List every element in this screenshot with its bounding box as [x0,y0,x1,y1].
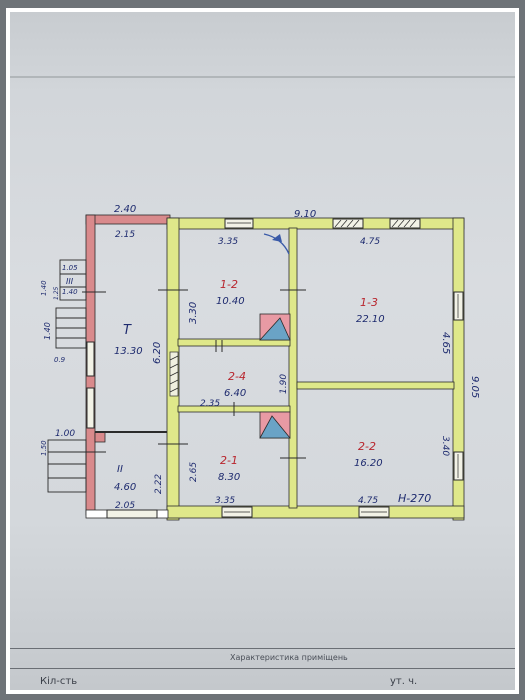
footer-col-right: ут. ч. [390,676,418,687]
door-marks [82,289,306,459]
room-area-2-2: 16.20 [354,458,383,469]
dim-top-total: 9.10 [294,209,316,220]
paper-fold [10,76,515,78]
dim-r13-height: 4.65 [440,332,451,354]
dim-porch-b: 1.05 [62,264,78,272]
dim-r24-width: 2.35 [200,399,220,409]
room-label-1-3: 1-3 [360,296,378,309]
room-area-iii: 1.40 [62,288,78,296]
dim-porch-d: 0.9 [54,356,66,364]
room-label-2-4: 2-4 [228,370,246,383]
dim-porch-a: 1.40 [40,280,48,296]
dim-top-left: 2.40 [114,204,136,215]
footer-line-bottom [10,668,515,669]
room-area-2-4: 6.40 [224,388,246,399]
footer-title: Характеристика приміщень [230,653,348,662]
dim-entry-width: 1.00 [55,429,75,439]
footer-line-top [10,648,515,649]
dim-r13-top: 4.75 [360,237,380,247]
dim-t-top: 2.15 [115,230,135,240]
porch-stairs [47,259,87,493]
dim-r2-height: 2.22 [154,474,164,494]
room-area-2-1: 8.30 [218,472,240,483]
dim-overall-height: 9.05 [469,376,480,398]
room-area-ii: 4.60 [114,482,136,493]
dim-r12-top: 3.35 [218,237,238,247]
dim-porch-c: 1.25 [53,286,60,300]
room-area-1-3: 22.10 [356,314,385,325]
footer-col-left: Кіл-сть [40,676,78,687]
room-label-ii: II [117,464,123,475]
dimension-labels: 2.40 9.10 2.15 3.35 4.75 6.20 3.30 4.65 … [40,204,480,511]
room-label-2-1: 2-1 [220,454,238,467]
room-label-2-2: 2-2 [358,440,376,453]
dim-r2-bottom: 2.05 [115,501,135,511]
dim-r21-height: 2.65 [189,462,199,482]
dim-porch-e: 1.50 [40,440,48,456]
floor-plan-drawing: T 13.30 II 4.60 1-2 10.40 1-3 22.10 2-4 … [40,204,480,521]
dim-r22-height: 3.40 [440,436,450,456]
door-arrow-icon [272,234,282,242]
window-hatching [224,219,459,513]
room-label-iii: III [66,277,74,286]
room-label-t: T [123,323,132,338]
room-area-1-2: 10.40 [216,296,245,307]
dim-r21-bottom: 3.35 [215,496,235,506]
dim-t-height: 6.20 [152,342,163,364]
yellow-walls [85,217,465,521]
dim-r24-height: 1.90 [279,374,289,394]
hatched-wall [169,351,179,397]
dim-r22-bottom: 4.75 [358,496,378,506]
dim-r12-height: 3.30 [188,302,199,324]
plan-code: Н-270 [398,492,431,505]
dim-steps-height: 1.40 [43,322,52,340]
windows [86,218,464,519]
photo-frame: T 13.30 II 4.60 1-2 10.40 1-3 22.10 2-4 … [6,8,519,694]
room-labels: T 13.30 II 4.60 1-2 10.40 1-3 22.10 2-4 … [62,277,385,493]
red-walls [85,214,171,516]
room-area-t: 13.30 [114,346,143,357]
stove-icons [259,313,291,439]
room-label-1-2: 1-2 [220,278,238,291]
floor-plan-photo: T 13.30 II 4.60 1-2 10.40 1-3 22.10 2-4 … [10,12,515,690]
